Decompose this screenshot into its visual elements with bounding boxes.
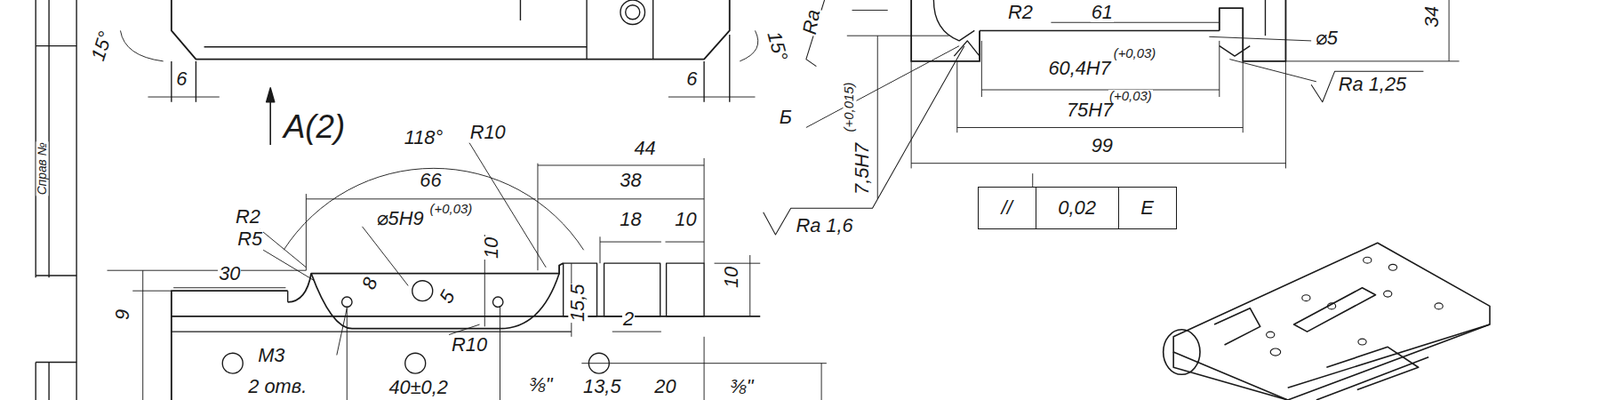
dimension-label: 15°: [88, 28, 117, 64]
frame-cell: E: [1119, 187, 1176, 229]
dimension-label: 66: [418, 170, 442, 191]
dimension-label: 99: [1090, 136, 1114, 156]
frame-cell: 0,02: [1036, 187, 1120, 229]
dimension-label: Ra 1,25: [1337, 74, 1408, 95]
dimension-label: 38: [618, 170, 642, 191]
dimension-label: 18: [618, 209, 642, 230]
dimension-label: 6: [175, 69, 188, 89]
dimension-label: 15,5: [568, 283, 588, 323]
dimension-label: 61: [1090, 2, 1114, 23]
dimension-label: (+0,03): [1108, 89, 1153, 104]
dimension-label: 60,4H7: [1047, 58, 1112, 79]
tolerance-frame: //0,02E: [977, 186, 1177, 230]
dimension-label: 10: [481, 236, 502, 260]
dimension-label: R10: [469, 122, 507, 143]
dimension-label: Ra 1,6: [794, 216, 854, 236]
dimension-label: Справ №: [35, 141, 48, 196]
dimension-label: 2 отв.: [247, 376, 308, 397]
dimension-label: 6: [685, 69, 698, 89]
dimension-label: 10: [673, 209, 697, 230]
dimension-label: 118°: [403, 128, 444, 148]
dimension-label: (+0,03): [429, 202, 474, 216]
dimension-label: (+0,03): [1112, 47, 1158, 61]
dimension-label: M3: [256, 345, 286, 366]
dimension-label: 20: [653, 376, 677, 397]
dimension-label: 9: [112, 308, 133, 321]
frame-cell: //: [978, 187, 1037, 229]
dimension-label: 2: [622, 309, 635, 329]
dimension-label: R5: [236, 229, 264, 249]
dimension-label: 40±0,2: [387, 377, 449, 398]
dimension-label: (+0,015): [843, 81, 857, 134]
dimension-label: 15°: [764, 28, 792, 64]
dimension-label: ⌀5H9: [375, 208, 424, 229]
dimension-label: 8: [358, 274, 381, 294]
dimension-label: 10: [721, 265, 742, 289]
dimension-label: R2: [234, 207, 262, 227]
dimension-label: ⌀5: [1314, 28, 1339, 48]
dimension-label: R2: [1007, 2, 1034, 23]
dimension-label: 75H7: [1065, 100, 1114, 120]
dimension-label: 44: [632, 138, 656, 159]
dimension-label: 7,5H7: [852, 141, 872, 195]
dimension-label: Б: [778, 107, 793, 128]
dimension-label: ⅜": [729, 376, 755, 397]
dimension-label: Ra: [799, 8, 824, 38]
dimension-label: R10: [450, 335, 488, 355]
dimension-label: 13,5: [582, 376, 622, 397]
dimension-label: A(2): [282, 111, 346, 144]
dimension-label: 34: [1422, 4, 1442, 28]
dimension-label: ⅜": [528, 375, 554, 395]
dimension-label: 5: [435, 287, 459, 308]
dimension-label: 30: [217, 264, 241, 284]
